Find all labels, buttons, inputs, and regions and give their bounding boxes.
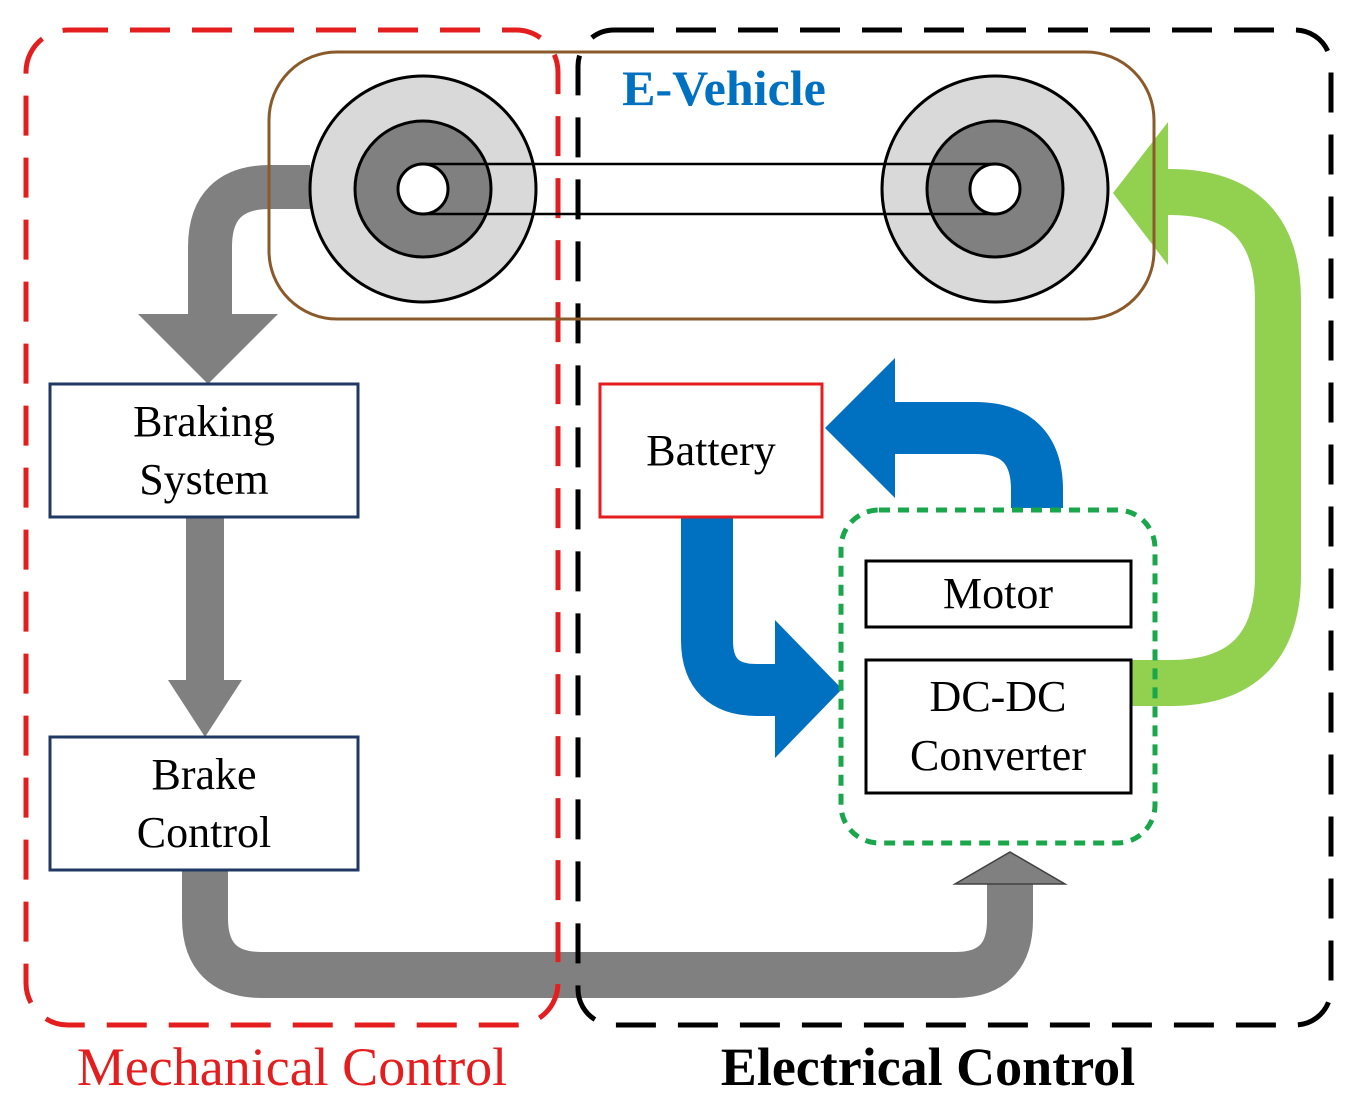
mechanical-control-region [23, 27, 561, 1028]
converter-label-line1: DC-DC [930, 672, 1067, 721]
left-wheel [308, 74, 538, 304]
axle-belt [423, 162, 995, 216]
brake-control-box: Brake Control [48, 735, 360, 872]
brake-control-label-line2: Control [137, 808, 271, 857]
e-vehicle-title: E-Vehicle [622, 60, 826, 116]
braking-to-brake-control-arrow [168, 517, 242, 737]
motor-converter-group [838, 507, 1158, 846]
battery-to-converter-arrow [681, 517, 842, 758]
battery-box: Battery [598, 382, 824, 519]
motor-label: Motor [943, 569, 1053, 618]
braking-system-label-line2: System [139, 455, 269, 504]
brake-control-label-line1: Brake [151, 750, 256, 799]
wheel-to-braking-arrow [138, 165, 310, 384]
electrical-control-label: Electrical Control [721, 1037, 1135, 1097]
battery-label: Battery [646, 426, 776, 475]
e-vehicle-frame [267, 50, 1156, 321]
converter-to-wheel-arrow [1113, 122, 1301, 706]
electrical-control-region [575, 27, 1334, 1028]
braking-system-label-line1: Braking [133, 397, 275, 446]
braking-system-box: Braking System [48, 382, 360, 519]
motor-box: Motor [864, 559, 1133, 629]
converter-label-line2: Converter [910, 731, 1086, 780]
mechanical-control-label: Mechanical Control [77, 1037, 507, 1097]
brake-control-to-converter-arrow [182, 851, 1068, 998]
dc-dc-converter-box: DC-DC Converter [864, 658, 1133, 795]
right-wheel [880, 74, 1110, 304]
motor-to-battery-arrow [825, 358, 1063, 508]
